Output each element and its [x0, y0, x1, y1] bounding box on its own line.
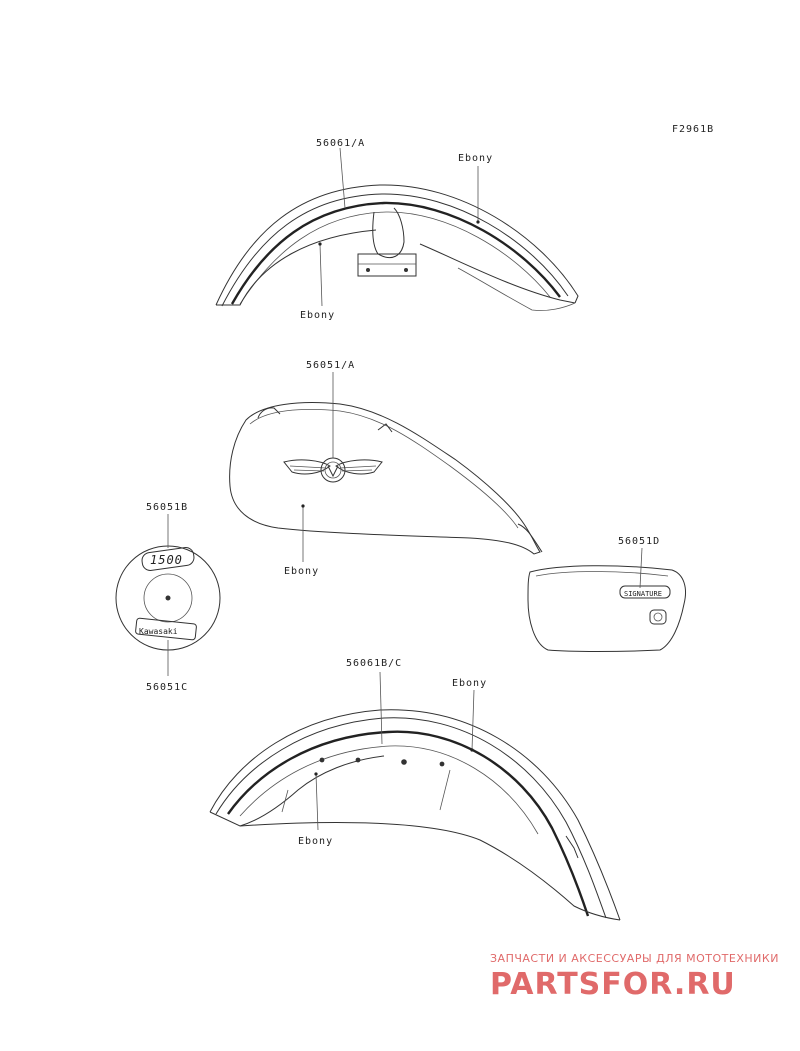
leader-line	[339, 147, 346, 209]
front-fender-color-bottom: Ebony	[300, 310, 335, 321]
tank-color-label: Ebony	[284, 566, 319, 577]
leader-line	[315, 773, 319, 831]
emblem-part-bottom-label: 56051C	[146, 682, 188, 693]
side-cover: SIGNATURE	[527, 547, 686, 652]
leader-line	[319, 243, 323, 307]
rear-fender-color-bottom: Ebony	[298, 836, 333, 847]
rear-fender-part-label: 56061B/C	[346, 658, 402, 669]
side-cover-part-label: 56051D	[618, 536, 660, 547]
front-fender	[215, 147, 579, 311]
front-fender-color-top: Ebony	[458, 153, 493, 164]
leader-line	[471, 689, 475, 751]
fuel-tank	[229, 372, 543, 562]
watermark-tagline: ЗАПЧАСТИ И АКСЕССУАРЫ ДЛЯ МОТОТЕХНИКИ	[490, 952, 779, 965]
emblem-part-top-label: 56051B	[146, 502, 188, 513]
rear-fender-color-top: Ebony	[452, 678, 487, 689]
side-cover-badge: SIGNATURE	[624, 590, 662, 598]
front-fender-part-label: 56061/A	[316, 138, 365, 149]
leader-line	[379, 671, 383, 745]
leader-line	[639, 547, 643, 589]
watermark-brand: PARTSFOR.RU	[490, 967, 736, 1002]
wing-emblem	[283, 457, 383, 483]
emblem-bottom-text: Kawasaki	[139, 627, 178, 636]
tank-part-label: 56051/A	[306, 360, 355, 371]
figure-code: F2961B	[672, 124, 714, 135]
rear-fender	[209, 671, 621, 921]
emblem-top-text: 1500	[150, 553, 183, 567]
round-emblem: 1500 Kawasaki	[115, 514, 221, 676]
